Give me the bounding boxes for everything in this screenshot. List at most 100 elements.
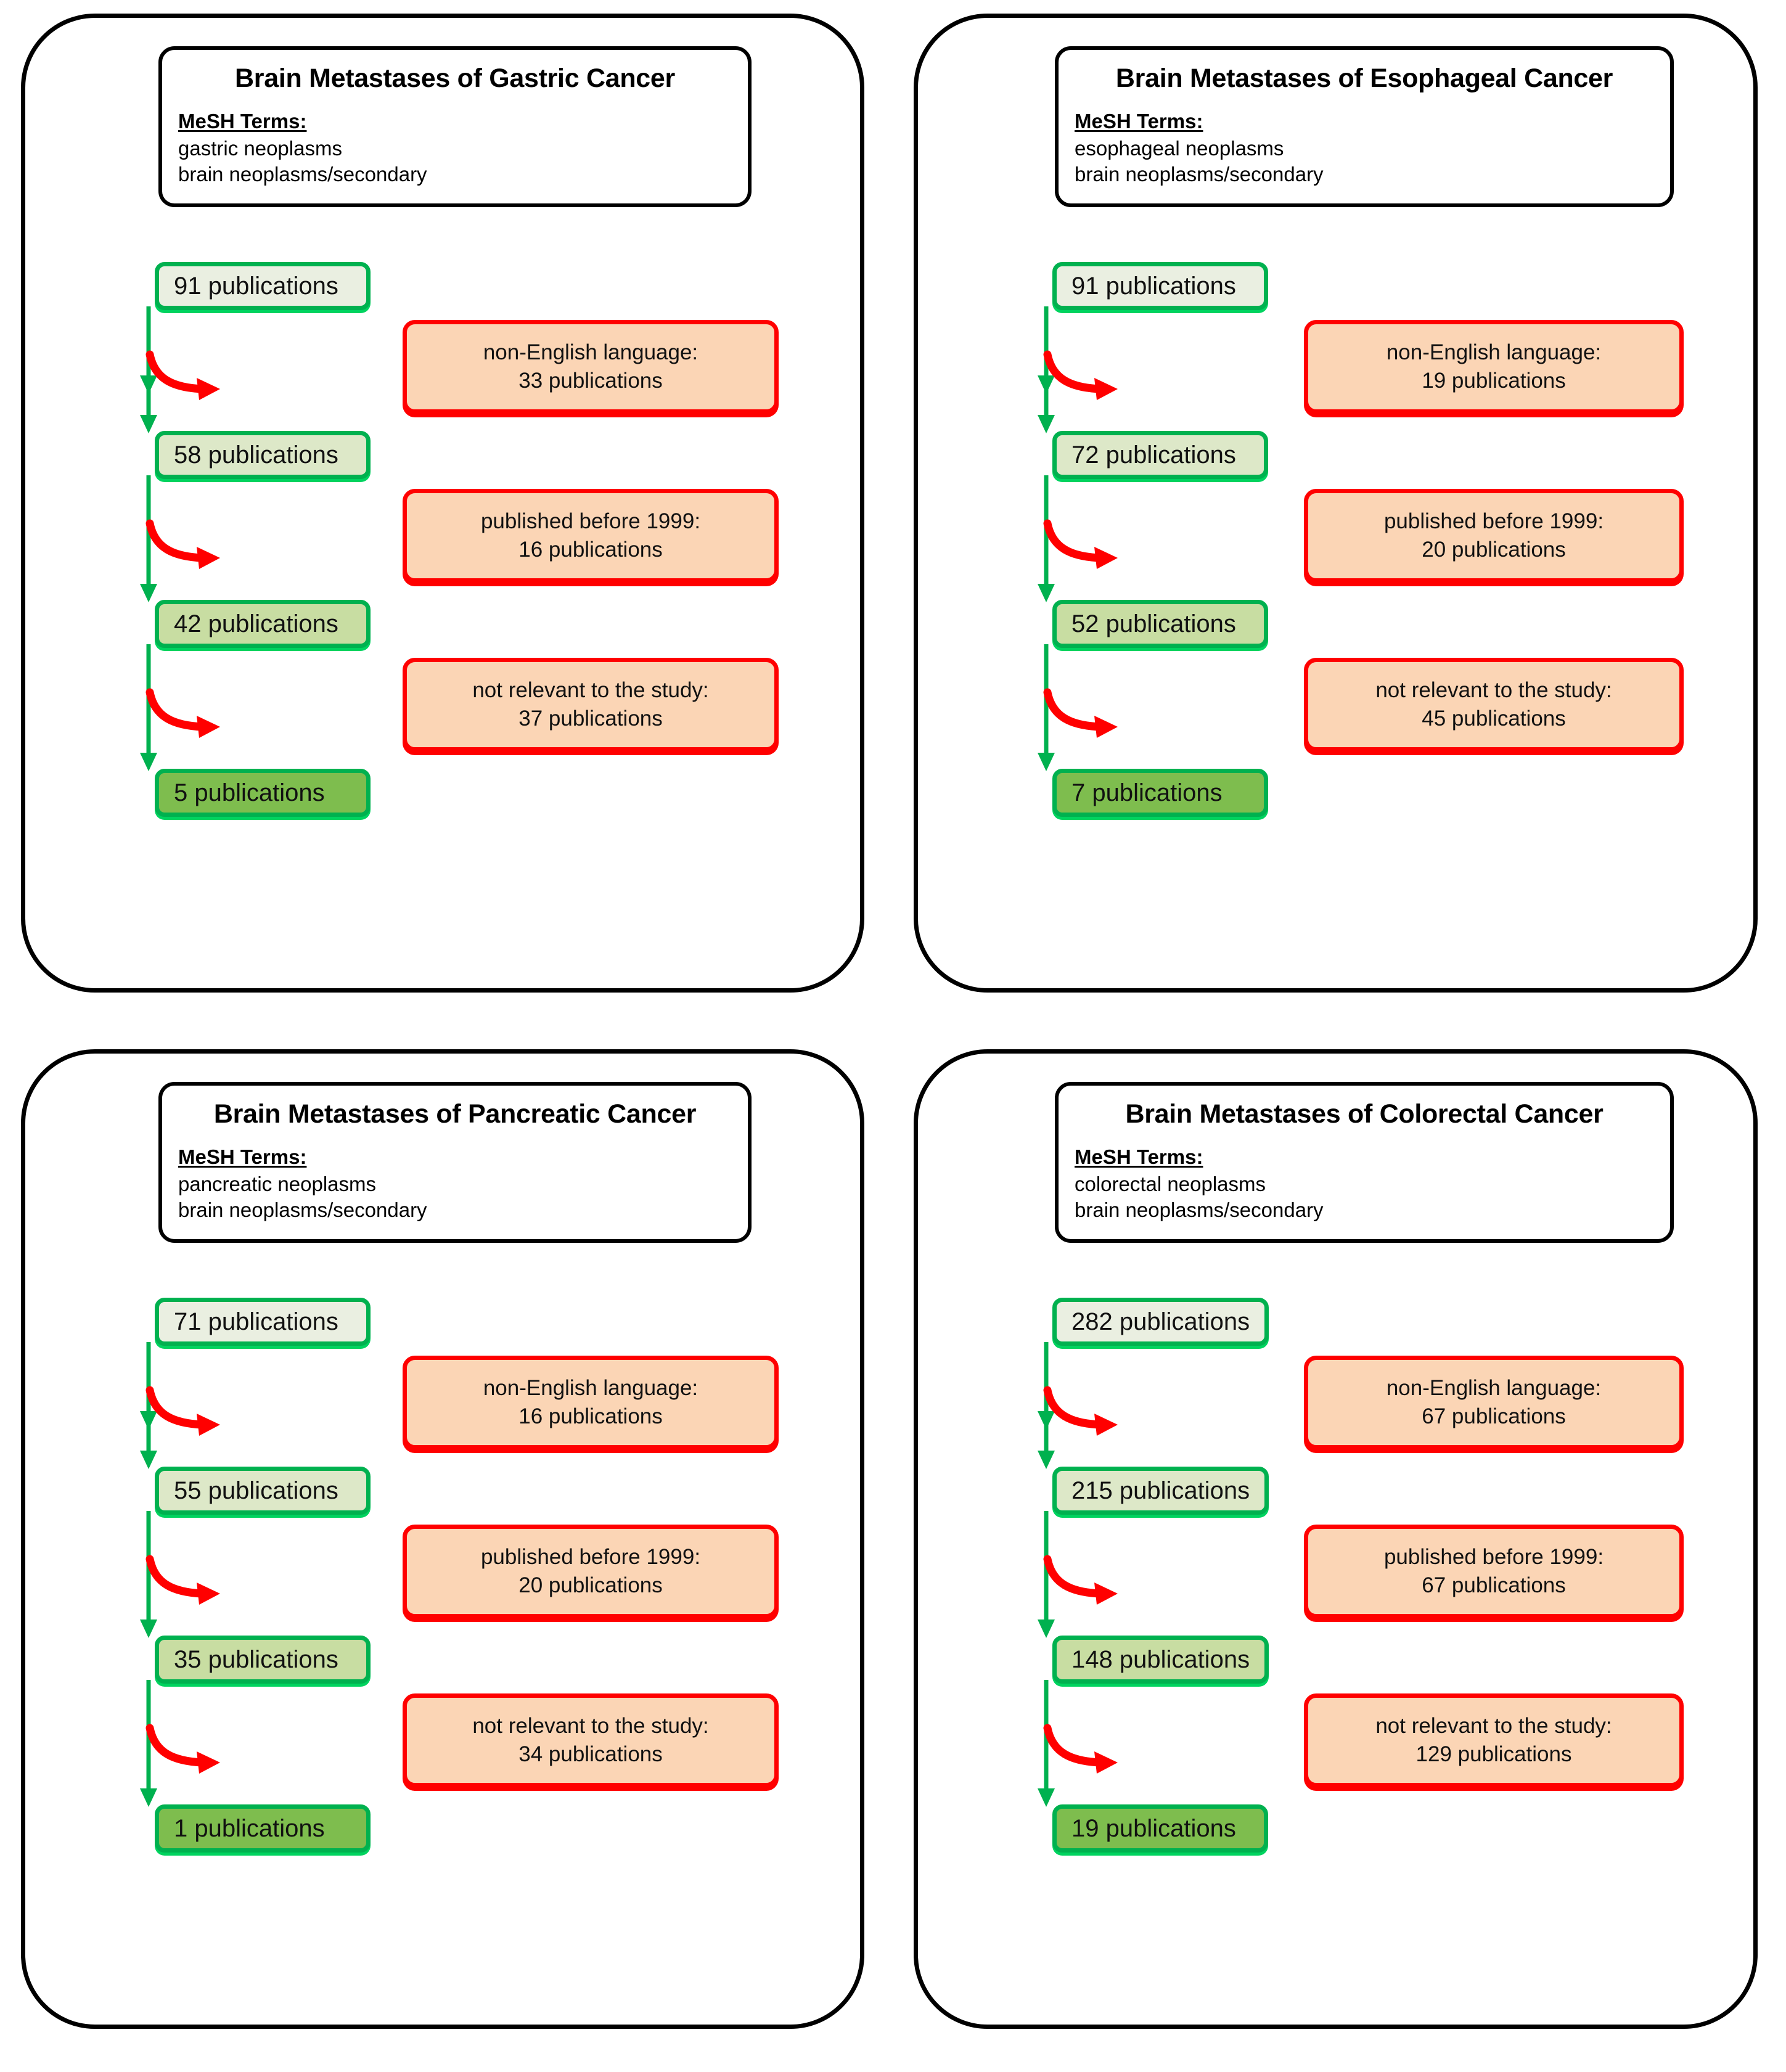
- exclusion-connector: published before 1999: 16 publications: [25, 475, 860, 602]
- exclusion-connector: published before 1999: 20 publications: [25, 1511, 860, 1638]
- panel-colorectal: Brain Metastases of Colorectal Cancer Me…: [893, 1036, 1786, 2072]
- exclusion-box: published before 1999: 67 publications: [1304, 1525, 1684, 1618]
- split-arrow-icon: [140, 306, 220, 433]
- panel-frame: Brain Metastases of Esophageal Cancer Me…: [914, 14, 1758, 993]
- page-title: Brain Metastases of Pancreatic Cancer: [213, 1099, 697, 1129]
- count-box-initial: 91 publications: [155, 262, 371, 310]
- exclusion-box: published before 1999: 20 publications: [403, 1525, 779, 1618]
- exclusion-reason: not relevant to the study:: [1375, 1713, 1612, 1738]
- split-arrow-icon: [1038, 1342, 1118, 1469]
- mesh-terms-label: MeSH Terms:: [178, 1145, 307, 1168]
- exclusion-box: not relevant to the study: 37 publicatio…: [403, 658, 779, 751]
- count-box-final: 7 publications: [1052, 769, 1268, 817]
- exclusion-reason: published before 1999:: [480, 509, 701, 533]
- exclusion-count: 67 publications: [1422, 1404, 1566, 1428]
- count-box-after-year: 42 publications: [155, 600, 371, 648]
- count-box-final: 5 publications: [155, 769, 371, 817]
- count-box-after-language: 55 publications: [155, 1467, 371, 1515]
- split-arrow-icon: [1038, 475, 1118, 602]
- split-arrow-icon: [140, 475, 220, 602]
- exclusion-connector: not relevant to the study: 37 publicatio…: [25, 644, 860, 771]
- exclusion-box: non-English language: 33 publications: [403, 320, 779, 414]
- exclusion-count: 20 publications: [1422, 538, 1566, 562]
- exclusion-box: not relevant to the study: 34 publicatio…: [403, 1693, 779, 1787]
- exclusion-connector: non-English language: 19 publications: [918, 306, 1753, 433]
- split-arrow-icon: [1038, 1511, 1118, 1638]
- exclusion-box: published before 1999: 16 publications: [403, 489, 779, 583]
- exclusion-connector: not relevant to the study: 45 publicatio…: [918, 644, 1753, 771]
- split-arrow-icon: [140, 1680, 220, 1807]
- count-box-final: 1 publications: [155, 1804, 371, 1853]
- exclusion-connector: not relevant to the study: 34 publicatio…: [25, 1680, 860, 1807]
- exclusion-reason: non-English language:: [1386, 1375, 1602, 1400]
- exclusion-box: not relevant to the study: 129 publicati…: [1304, 1693, 1684, 1787]
- flow-column: 91 publications non-English language: 33…: [25, 184, 860, 817]
- exclusion-connector: non-English language: 67 publications: [918, 1342, 1753, 1469]
- flow-column: 91 publications non-English language: 19…: [918, 184, 1753, 817]
- split-arrow-icon: [140, 644, 220, 771]
- exclusion-count: 33 publications: [518, 369, 663, 393]
- panel-frame: Brain Metastases of Pancreatic Cancer Me…: [21, 1049, 864, 2029]
- exclusion-reason: non-English language:: [483, 340, 698, 364]
- panel-header-box: Brain Metastases of Gastric Cancer MeSH …: [158, 46, 752, 208]
- mesh-term-primary: esophageal neoplasms: [1075, 137, 1284, 160]
- count-box-initial: 91 publications: [1052, 262, 1268, 310]
- count-box-after-language: 215 publications: [1052, 1467, 1269, 1515]
- mesh-term-secondary: brain neoplasms/secondary: [178, 1198, 427, 1222]
- count-box-after-year: 148 publications: [1052, 1636, 1269, 1684]
- count-box-initial: 282 publications: [1052, 1298, 1269, 1346]
- exclusion-count: 16 publications: [518, 1404, 663, 1428]
- exclusion-connector: non-English language: 33 publications: [25, 306, 860, 433]
- exclusion-box: non-English language: 16 publications: [403, 1356, 779, 1449]
- exclusion-reason: not relevant to the study:: [472, 678, 709, 702]
- split-arrow-icon: [140, 1511, 220, 1638]
- panel-pancreatic: Brain Metastases of Pancreatic Cancer Me…: [0, 1036, 893, 2072]
- mesh-term-secondary: brain neoplasms/secondary: [1075, 1198, 1324, 1222]
- exclusion-connector: published before 1999: 20 publications: [918, 475, 1753, 602]
- exclusion-count: 20 publications: [518, 1573, 663, 1597]
- panel-header-box: Brain Metastases of Esophageal Cancer Me…: [1055, 46, 1674, 208]
- split-arrow-icon: [1038, 306, 1118, 433]
- mesh-terms-label: MeSH Terms:: [1075, 1145, 1203, 1168]
- count-box-final: 19 publications: [1052, 1804, 1268, 1853]
- exclusion-box: non-English language: 19 publications: [1304, 320, 1684, 414]
- mesh-term-primary: colorectal neoplasms: [1075, 1173, 1266, 1195]
- exclusion-count: 19 publications: [1422, 369, 1566, 393]
- panel-frame: Brain Metastases of Gastric Cancer MeSH …: [21, 14, 864, 993]
- exclusion-reason: published before 1999:: [480, 1544, 701, 1569]
- panel-frame: Brain Metastases of Colorectal Cancer Me…: [914, 1049, 1758, 2029]
- mesh-terms-label: MeSH Terms:: [178, 110, 307, 133]
- exclusion-reason: published before 1999:: [1383, 509, 1604, 533]
- mesh-term-secondary: brain neoplasms/secondary: [1075, 163, 1324, 186]
- split-arrow-icon: [1038, 644, 1118, 771]
- count-box-after-language: 58 publications: [155, 431, 371, 479]
- exclusion-connector: non-English language: 16 publications: [25, 1342, 860, 1469]
- mesh-term-primary: gastric neoplasms: [178, 137, 342, 160]
- page-title: Brain Metastases of Colorectal Cancer: [1125, 1099, 1604, 1129]
- exclusion-count: 45 publications: [1422, 706, 1566, 731]
- panel-gastric: Brain Metastases of Gastric Cancer MeSH …: [0, 0, 893, 1036]
- exclusion-reason: not relevant to the study:: [472, 1713, 709, 1738]
- page-title: Brain Metastases of Esophageal Cancer: [1115, 63, 1613, 93]
- exclusion-box: not relevant to the study: 45 publicatio…: [1304, 658, 1684, 751]
- exclusion-count: 37 publications: [518, 706, 663, 731]
- mesh-term-primary: pancreatic neoplasms: [178, 1173, 377, 1195]
- count-box-after-year: 52 publications: [1052, 600, 1268, 648]
- exclusion-reason: non-English language:: [1386, 340, 1602, 364]
- exclusion-reason: not relevant to the study:: [1375, 678, 1612, 702]
- exclusion-box: non-English language: 67 publications: [1304, 1356, 1684, 1449]
- split-arrow-icon: [140, 1342, 220, 1469]
- panel-esophageal: Brain Metastases of Esophageal Cancer Me…: [893, 0, 1786, 1036]
- mesh-terms-label: MeSH Terms:: [1075, 110, 1203, 133]
- mesh-term-secondary: brain neoplasms/secondary: [178, 163, 427, 186]
- panel-header-box: Brain Metastases of Pancreatic Cancer Me…: [158, 1082, 752, 1243]
- flow-column: 71 publications non-English language: 16…: [25, 1220, 860, 1853]
- exclusion-box: published before 1999: 20 publications: [1304, 489, 1684, 583]
- panel-header-box: Brain Metastases of Colorectal Cancer Me…: [1055, 1082, 1674, 1243]
- exclusion-connector: published before 1999: 67 publications: [918, 1511, 1753, 1638]
- count-box-after-language: 72 publications: [1052, 431, 1268, 479]
- exclusion-count: 67 publications: [1422, 1573, 1566, 1597]
- page-title: Brain Metastases of Gastric Cancer: [235, 63, 675, 93]
- exclusion-count: 129 publications: [1415, 1742, 1572, 1766]
